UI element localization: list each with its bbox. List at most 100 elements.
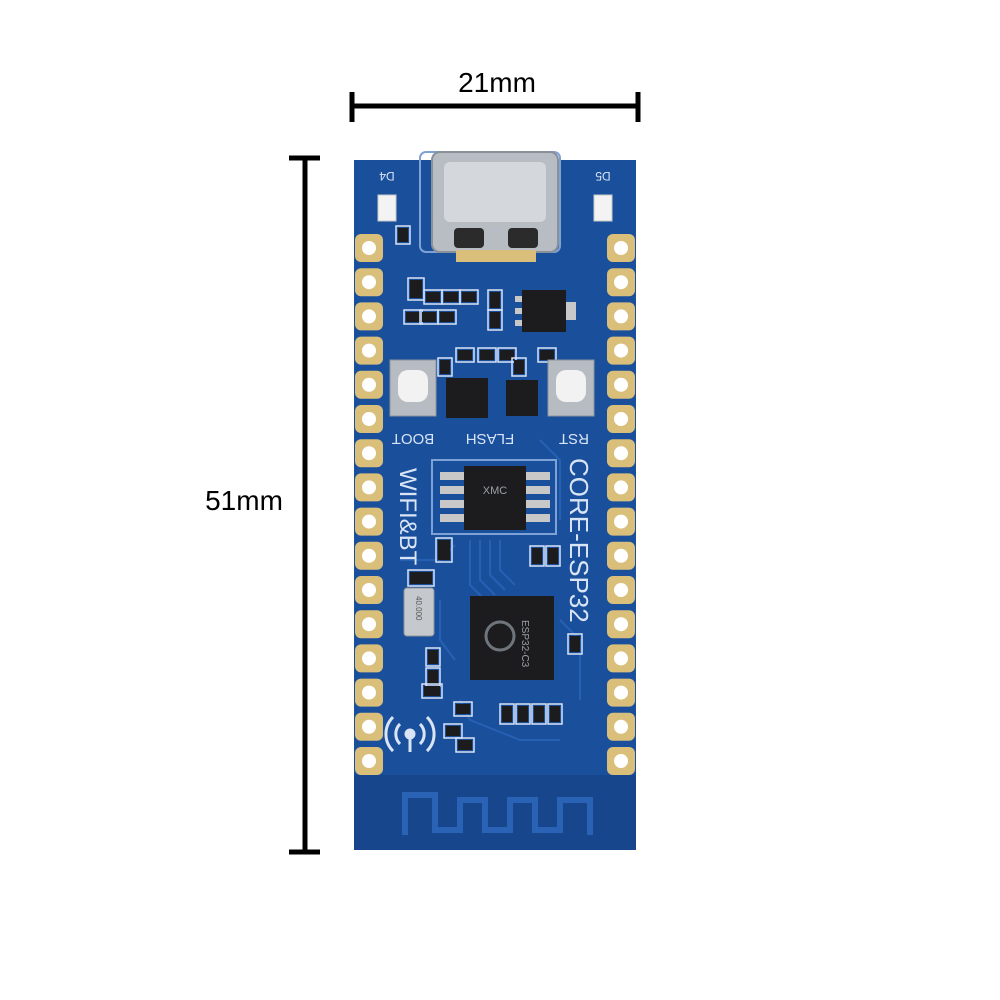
smd-component [446,726,460,736]
left-pin-hole [362,754,376,768]
boot-label: BOOT [392,430,435,447]
smd-component [440,360,450,374]
left-pin-hole [362,514,376,529]
left-pin-hole [362,685,376,700]
smd-silk-outline [487,309,503,331]
smd-component [426,292,440,302]
left-pin-hole [362,412,376,426]
smd-silk-outline [499,703,515,725]
smd-component [458,740,472,750]
smd-component [548,548,558,564]
esp32-c3-soc: ESP32-C3 [470,596,554,680]
smd-component [540,350,554,360]
right-pin-hole [614,719,628,734]
reset-button[interactable]: RST [547,359,595,447]
left-pin-header [355,234,383,775]
smd-silk-outline [511,357,527,377]
smd-silk-outline [407,569,435,587]
flash-label: FLASH [466,430,514,447]
antenna-area [354,775,636,850]
right-pin-hole [614,480,628,495]
smd-component [410,280,422,298]
right-pin-hole [614,583,628,597]
smd-component [424,686,440,696]
usb-c-shell-highlight [444,162,546,222]
left-pin-hole [362,480,376,495]
smd-component [428,650,438,664]
smd-component [444,292,458,302]
smd-components [395,225,583,753]
smd-component [570,636,580,652]
right-pin-hole [614,685,628,700]
smd-silk-outline [567,633,583,655]
smd-silk-outline [529,545,545,567]
right-pin-hole [614,548,628,563]
left-pin-hole [362,309,376,324]
smd-component [514,360,524,374]
smd-component [550,706,560,722]
smd-component [502,706,512,722]
smd-component [532,548,542,564]
smd-silk-outline [531,703,547,725]
right-pin-hole [614,617,628,632]
smd-silk-outline [459,289,479,305]
left-pin-hole [362,275,376,290]
smd-silk-outline [437,357,453,377]
width-dimension: 21mm [349,67,641,122]
right-pin-hole [614,754,628,768]
crystal-marking: 40.000 [414,596,423,621]
left-pin-hole [362,617,376,632]
left-pin-hole [362,719,376,734]
left-pin-hole [362,343,376,358]
left-pin-hole [362,377,376,392]
smd-silk-outline [407,277,425,301]
led-d5-label: D5 [595,169,611,183]
usb-c-tab-left [454,228,484,248]
led-d4-body [377,194,397,222]
led-d5-body [593,194,613,222]
smd-silk-outline [453,701,473,717]
right-pin-hole [614,309,628,324]
smd-component [534,706,544,722]
esd-chip-body [506,380,538,416]
smd-component [518,706,528,722]
right-pin-hole [614,377,628,392]
usb-c-connector[interactable] [419,151,561,262]
wireless-signal-icon [384,715,436,753]
smd-silk-outline [443,723,463,739]
crystal-oscillator: 40.000 [403,587,435,637]
smd-silk-outline [515,703,531,725]
board-title: CORE-ESP32 [564,458,594,623]
boot-button-cap [398,370,428,402]
flash-chip-silk [431,459,557,535]
flash-memory-chip: XMC [431,459,557,535]
smd-component [458,350,472,360]
smd-silk-outline [455,347,475,363]
smd-silk-outline [537,347,557,363]
voltage-regulator [515,290,576,332]
right-pin-hole [614,446,628,461]
antenna-trace [402,792,593,835]
smd-silk-outline [395,225,411,245]
usb-bridge-chip [446,378,538,418]
smd-silk-outline [435,537,453,563]
smd-silk-outline [421,683,443,699]
reset-label: RST [559,430,589,447]
smd-component [490,312,500,328]
height-dimension: 51mm [205,155,320,855]
boot-button[interactable]: BOOT [389,359,437,447]
led-d4-label: D4 [379,169,395,183]
smd-component [410,572,432,584]
left-pin-hole [362,583,376,597]
smd-silk-outline [477,347,497,363]
usb-c-pins [456,250,536,262]
smd-silk-outline [545,545,561,567]
left-pin-hole [362,651,376,666]
crystal-body [403,587,435,637]
right-pin-hole [614,343,628,358]
flash-chip-marking: XMC [483,485,508,497]
smd-component [438,540,450,560]
soc-body [470,596,554,680]
pcb-board: D4 D5 BOOT RST [354,151,636,850]
